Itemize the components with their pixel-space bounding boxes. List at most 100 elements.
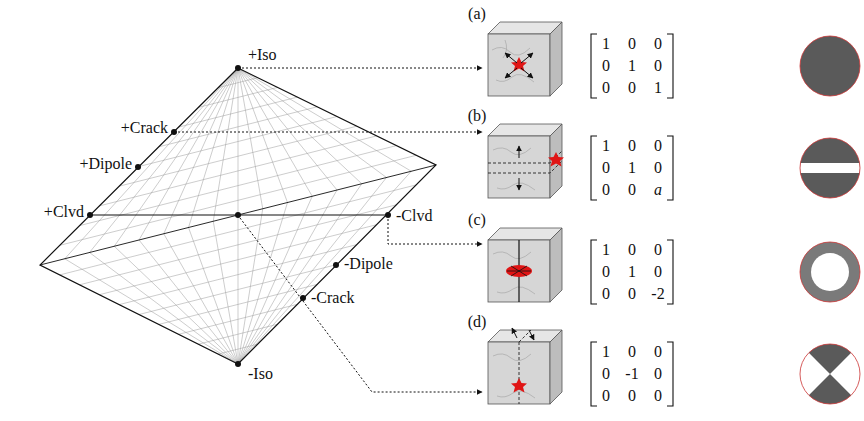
panel-letter: (a) <box>468 6 486 22</box>
point-label: -Clvd <box>396 208 432 224</box>
grid-line <box>99 225 376 295</box>
source-point <box>235 212 241 218</box>
cube-d <box>488 328 562 404</box>
cube-b <box>488 124 564 198</box>
cube-top <box>488 228 562 240</box>
beachball-a <box>800 36 860 96</box>
marble-veins <box>493 252 535 294</box>
cube-front <box>488 240 550 302</box>
cube-side <box>550 228 562 302</box>
grid-line <box>159 107 317 147</box>
source-point <box>87 212 93 218</box>
panel-letter: (c) <box>468 212 486 228</box>
point-label: -Iso <box>248 366 273 382</box>
cube-side <box>550 22 562 96</box>
leader-line <box>240 218 482 392</box>
beachball-d <box>800 344 860 404</box>
grid-line <box>198 87 277 107</box>
leader-line <box>178 132 482 133</box>
matrix-entry: 0 <box>628 344 636 360</box>
leader-lines <box>178 68 482 392</box>
source-point <box>333 262 339 268</box>
matrix-entry: 0 <box>628 182 636 198</box>
source-point <box>235 361 241 367</box>
matrix-entry: 0 <box>654 242 662 258</box>
cube-c <box>488 228 562 302</box>
source-star <box>548 152 564 167</box>
panel-letter: (b) <box>468 108 487 124</box>
grid-line <box>60 185 416 275</box>
matrix-entry: 0 <box>628 36 636 52</box>
marble-veins <box>493 148 535 190</box>
source-disk <box>506 265 532 277</box>
matrix-entry: 0 <box>602 58 610 74</box>
matrix-entry: -2 <box>651 286 664 302</box>
matrix-entry: 0 <box>654 138 662 154</box>
matrix-entry: 0 <box>654 58 662 74</box>
grid-line <box>80 205 397 285</box>
matrix-entry: 0 <box>654 160 662 176</box>
plot-outline <box>40 68 436 364</box>
slip-arrow <box>529 330 534 340</box>
matrix-entry: 0 <box>602 366 610 382</box>
slip-arrow <box>512 328 517 338</box>
matrix-entry: 0 <box>654 344 662 360</box>
grid-line <box>218 344 258 354</box>
point-label: +Iso <box>248 47 277 63</box>
fault-plane <box>519 330 531 404</box>
crack-plane <box>488 151 562 173</box>
beachball-b <box>798 138 862 198</box>
matrix-entry: 1 <box>602 138 610 154</box>
marble-veins <box>493 354 535 398</box>
matrix-entry: 0 <box>654 264 662 280</box>
source-point <box>385 212 391 218</box>
point-label: +Dipole <box>79 156 132 172</box>
matrix-entry: 0 <box>628 242 636 258</box>
matrix-entry: 1 <box>602 242 610 258</box>
source-star <box>511 57 527 72</box>
grid-line <box>198 324 277 344</box>
matrix-entry: 0 <box>628 138 636 154</box>
matrix-entry: 1 <box>602 344 610 360</box>
cube-top <box>488 330 562 342</box>
grid-line <box>159 284 317 324</box>
matrix-entry: 0 <box>602 80 610 96</box>
hudson-plot <box>40 65 436 367</box>
cube-top <box>488 22 562 34</box>
cube-a <box>488 22 562 96</box>
matrix-entry: a <box>654 182 662 198</box>
cube-front <box>488 34 550 96</box>
leader-line <box>242 68 482 69</box>
source-point <box>235 65 241 71</box>
matrix-entry: -1 <box>625 366 638 382</box>
matrix-entry: 0 <box>602 160 610 176</box>
grid-line <box>99 136 376 206</box>
panel-letter: (d) <box>468 314 487 330</box>
matrix-entry: 1 <box>628 264 636 280</box>
grid-line <box>179 304 298 334</box>
matrix-entry: 1 <box>628 58 636 74</box>
beachball-c <box>800 242 860 302</box>
point-label: +Crack <box>121 120 168 136</box>
matrix-entry: 1 <box>602 36 610 52</box>
matrix-brackets <box>591 34 673 406</box>
matrix-entry: 0 <box>628 388 636 404</box>
cube-side <box>550 330 562 404</box>
point-label: +Clvd <box>44 204 84 220</box>
grid-line <box>179 97 298 127</box>
grid-line <box>80 146 397 226</box>
matrix-entry: 0 <box>628 286 636 302</box>
source-point <box>135 164 141 170</box>
matrix-entry: 0 <box>602 182 610 198</box>
source-point <box>171 129 177 135</box>
matrix-entry: 1 <box>628 160 636 176</box>
grid-line <box>218 78 258 88</box>
disk-spokes <box>507 266 531 276</box>
opening-arrow <box>519 146 520 158</box>
matrix-entry: 0 <box>602 388 610 404</box>
point-label: -Crack <box>311 290 355 306</box>
marble-veins <box>492 40 534 82</box>
source-star <box>511 378 527 393</box>
matrix-entry: 0 <box>628 80 636 96</box>
